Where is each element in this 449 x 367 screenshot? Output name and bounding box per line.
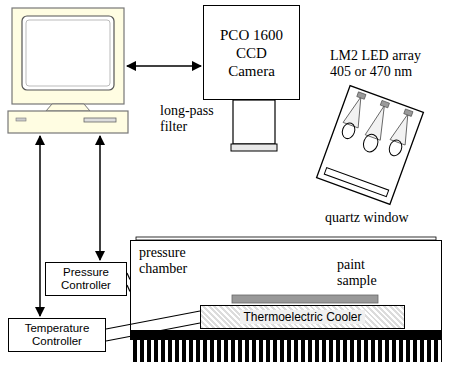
node-text: pressure chamber [139,245,209,277]
data-arrow [99,136,101,260]
pressure-controller: Pressure Controller [45,262,127,296]
computer [8,8,128,133]
paint-sample [232,295,378,303]
sample-label: paint sample [337,257,397,289]
filter-label: long-pass filter [160,103,228,135]
temperature-controller: Temperature Controller [8,318,106,352]
node-text: Thermoelectric Cooler [240,310,364,324]
node-text: Pressure Controller [51,266,121,292]
heat-sink-base [130,331,442,340]
window-label: quartz window [325,210,435,226]
node-text: Temperature Controller [14,322,100,348]
data-arrow [39,136,41,316]
thermoelectric-cooler: Thermoelectric Cooler [200,305,405,329]
pressure-chamber: pressure chamberThermoelectric Cooler [130,240,442,331]
cable-connector [106,311,200,341]
data-arrow [127,65,201,67]
node-text: PCO 1600 CCD Camera [212,26,292,80]
led-array [317,86,424,205]
camera-box: PCO 1600 CCD Camera [203,5,300,100]
heat-sink-fins [132,339,442,362]
cable-line [106,323,200,341]
filter-lens [231,100,277,151]
led-label: LM2 LED array 405 or 470 nm [330,48,442,80]
